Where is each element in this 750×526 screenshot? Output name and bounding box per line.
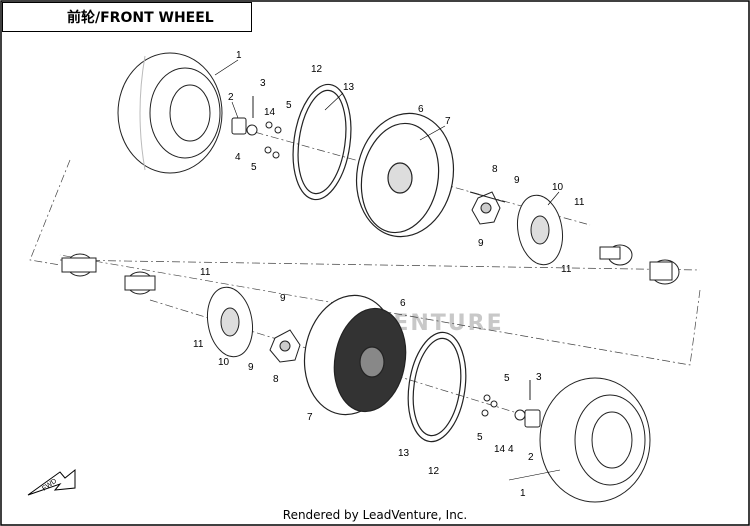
callout-11c: 11 [200,267,211,278]
callout-7b: 7 [307,412,313,423]
callout-7a: 7 [445,116,451,127]
callout-8b: 8 [273,374,279,385]
diagram-title: 前轮/FRONT WHEEL [2,2,252,32]
callout-2b: 2 [528,452,534,463]
callout-6a: 6 [418,104,424,115]
callout-1b: 1 [520,488,526,499]
beadlock-ring-top [292,83,352,201]
callout-9a: 9 [514,175,520,186]
callout-labels: 1 2 3 4 5 5 14 12 13 6 7 8 9 9 10 11 11 … [193,50,585,499]
leader-lines [214,59,561,481]
callout-5b: 5 [251,162,257,173]
footer-credit: Rendered by LeadVenture, Inc. [282,508,468,522]
hub-bottom [269,329,301,363]
brake-disc-bottom [206,286,254,358]
rim-top [355,112,455,238]
callout-5c: 5 [504,373,510,384]
rim-bottom [303,294,407,416]
tire-top [117,52,223,174]
callout-12a: 12 [311,64,323,75]
top-hub-parts [231,96,282,159]
callout-3a: 3 [260,78,266,89]
callout-8a: 8 [492,164,498,175]
callout-9d: 9 [248,362,254,373]
hub-top [469,191,506,225]
tire-bottom [539,377,651,503]
fwd-arrow-icon: FWD [27,468,76,496]
callout-5a: 5 [286,100,292,111]
callout-11b: 11 [561,264,572,275]
callout-9c: 9 [280,293,286,304]
callout-5d: 5 [477,432,483,443]
callout-3b: 3 [536,372,542,383]
axle-left [61,253,156,295]
callout-2a: 2 [228,92,234,103]
callout-10b: 10 [218,357,230,368]
callout-1a: 1 [236,50,242,61]
beadlock-ring-bottom [407,331,467,443]
callout-10a: 10 [552,182,564,193]
bottom-hub-parts [481,380,541,428]
callout-9b: 9 [478,238,484,249]
axle-right [599,244,680,285]
brake-disc-top [516,194,564,266]
callout-4b: 4 [508,444,514,455]
callout-4a: 4 [235,152,241,163]
callout-11a: 11 [574,197,585,208]
callout-13a: 13 [343,82,355,93]
callout-6b: 6 [400,298,406,309]
callout-14b: 14 [494,444,506,455]
callout-11d: 11 [193,339,204,350]
callout-12b: 12 [428,466,440,477]
callout-13b: 13 [398,448,410,459]
callout-14a: 14 [264,107,276,118]
